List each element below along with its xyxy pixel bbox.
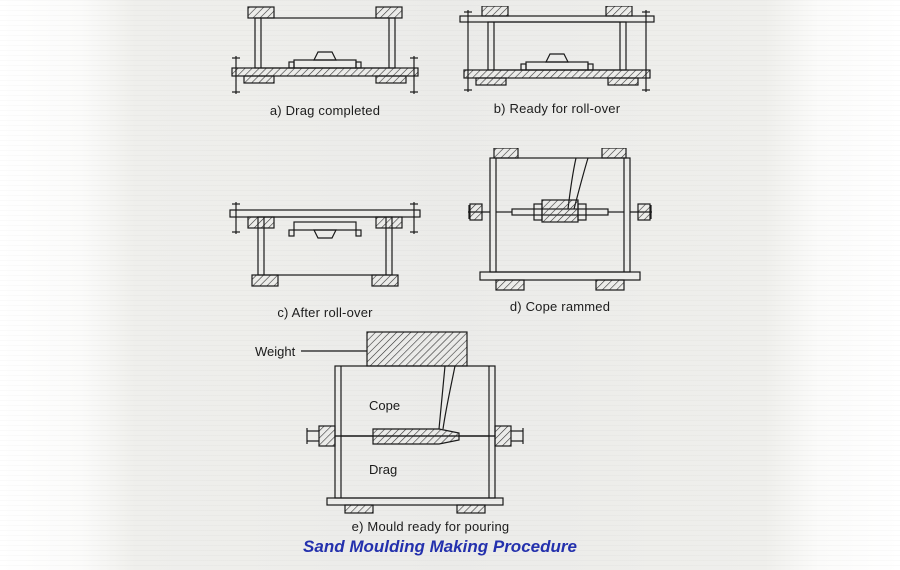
bottom-board — [463, 69, 651, 86]
clamp-pins — [464, 10, 650, 92]
bottom-board — [326, 497, 504, 514]
figure-b-drawing — [459, 6, 655, 92]
drag-flask — [334, 435, 496, 499]
weight-block — [366, 331, 468, 367]
figure-b: b) Ready for roll-over — [452, 6, 662, 116]
figure-d-caption: d) Cope rammed — [509, 299, 611, 314]
page-title: Sand Moulding Making Procedure — [303, 537, 577, 556]
pattern-assembly — [511, 199, 609, 223]
weight-label: Weight — [255, 344, 296, 359]
top-board — [229, 209, 421, 218]
side-clamps — [306, 425, 524, 447]
figure-e-caption: e) Mould ready for pouring — [351, 519, 510, 534]
pattern-half — [288, 51, 362, 69]
figure-e: Weight Cope — [243, 330, 528, 534]
bottom-board — [231, 67, 419, 84]
cope-flask — [334, 365, 496, 437]
drag-label: Drag — [369, 462, 397, 477]
figure-d-drawing — [468, 148, 652, 291]
cope-label: Cope — [369, 398, 400, 413]
clamp-pins — [232, 56, 418, 94]
figure-d: d) Cope rammed — [468, 148, 652, 314]
clamp-pins — [232, 202, 418, 234]
flask-lugs — [493, 148, 627, 159]
sprue-channel — [438, 365, 456, 430]
figure-c-caption: c) After roll-over — [277, 305, 373, 320]
flask-feet — [251, 274, 399, 287]
figure-c: c) After roll-over — [222, 196, 428, 320]
flask-lugs — [481, 6, 633, 17]
figure-c-drawing — [229, 202, 421, 287]
figure-e-drawing: Weight Cope — [255, 331, 524, 514]
figure-b-caption: b) Ready for roll-over — [493, 101, 621, 116]
pattern-half — [288, 221, 362, 239]
side-clamps — [468, 203, 652, 221]
figure-a-caption: a) Drag completed — [269, 103, 381, 118]
flask-body — [487, 21, 627, 71]
flask-lugs — [247, 6, 403, 19]
figure-a-drawing — [231, 6, 419, 94]
bottom-board — [479, 271, 641, 291]
flask-body — [257, 216, 393, 276]
pattern-half — [520, 53, 594, 71]
figure-a: a) Drag completed — [222, 6, 428, 118]
top-board — [459, 15, 655, 23]
